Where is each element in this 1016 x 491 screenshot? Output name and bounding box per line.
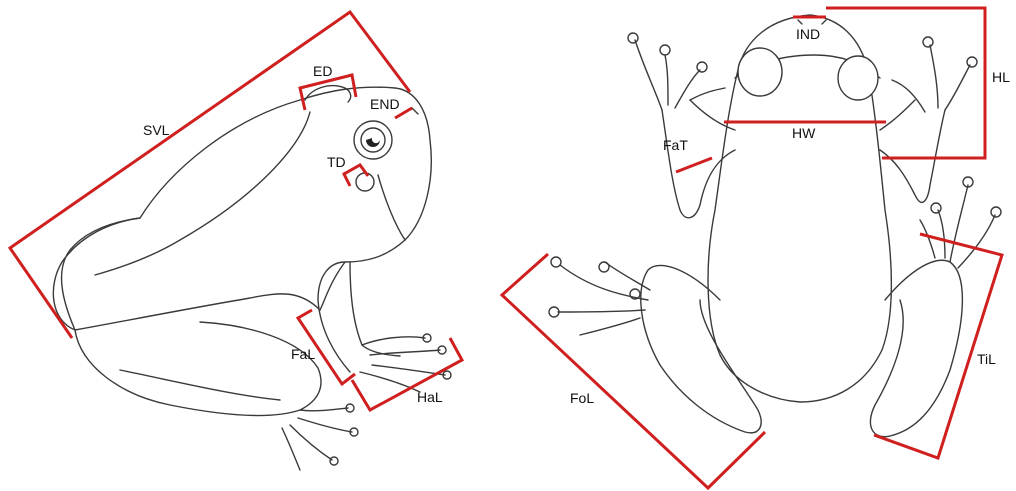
dorsal-eye-left	[738, 48, 782, 96]
ind-label: IND	[796, 26, 820, 42]
dorsal-left-arm	[662, 100, 735, 218]
svl-label: SVL	[143, 122, 170, 138]
lateral-throat	[378, 175, 405, 240]
lateral-frog-sketch	[53, 86, 451, 470]
dorsal-right-toe-tip-2	[931, 203, 941, 213]
dorsal-right-toe-tip-3	[991, 207, 1001, 217]
dorsal-left-finger-tip-3	[697, 62, 707, 72]
lateral-belly-line	[75, 294, 320, 330]
lateral-eye-inner	[361, 128, 385, 152]
lateral-body-outline	[62, 87, 432, 330]
dorsal-left-hand	[635, 40, 725, 110]
fol-label: FoL	[570, 390, 594, 406]
dorsal-eye-right	[838, 56, 878, 100]
measurement-labels: SVL ED END TD FaL HaL IND HL FaT HW FoL …	[143, 26, 1010, 406]
lateral-hind-leg	[75, 322, 321, 415]
dorsal-left-finger-tip-2	[660, 45, 670, 55]
dorsal-frog-sketch	[549, 15, 1001, 437]
dorsal-left-hind-leg	[641, 265, 761, 432]
fat-measure	[676, 158, 712, 172]
lateral-eye-bulge	[305, 86, 351, 102]
svl-measure	[10, 12, 410, 338]
dorsal-left-toe-tip-3	[599, 262, 609, 272]
td-label: TD	[327, 154, 346, 170]
fat-label: FaT	[663, 137, 688, 153]
hal-label: HaL	[417, 389, 443, 405]
ed-label: ED	[313, 63, 332, 79]
dorsal-right-arm	[880, 100, 945, 202]
dorsal-nostrils	[798, 20, 826, 24]
fal-label: FaL	[291, 346, 315, 362]
lateral-foot	[282, 408, 352, 470]
lateral-toe-tip-3	[330, 457, 338, 465]
end-label: END	[370, 96, 400, 112]
til-measure	[874, 234, 1002, 458]
til-label: TiL	[977, 351, 996, 367]
hw-label: HW	[792, 125, 816, 141]
lateral-hand	[360, 337, 445, 392]
dorsal-right-finger-tip-2	[923, 37, 933, 47]
dorsal-left-finger-tip-1	[628, 33, 638, 43]
dorsal-left-toe-tip-1	[551, 257, 561, 267]
dorsal-right-hand	[892, 45, 970, 112]
dorsal-right-foot	[920, 185, 995, 268]
lateral-pupil	[366, 138, 380, 147]
lateral-thigh-line	[120, 370, 280, 400]
dorsal-right-finger-tip-1	[967, 57, 977, 67]
lateral-front-arm	[318, 262, 400, 372]
lateral-tympanum	[356, 173, 374, 191]
lateral-nostril	[412, 108, 418, 114]
dorsal-right-hind-leg	[870, 260, 962, 436]
lateral-eye-outer	[354, 121, 392, 159]
lateral-dorsal-line	[95, 112, 310, 275]
hl-label: HL	[992, 69, 1010, 85]
